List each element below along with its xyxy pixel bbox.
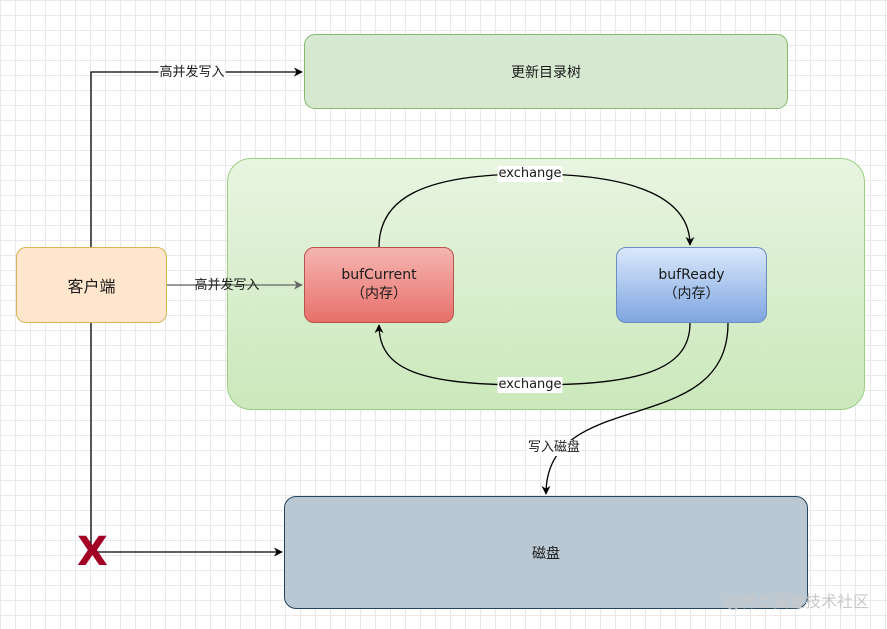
edge-label-exchange-bottom: exchange	[497, 377, 563, 393]
update-dir-tree-label: 更新目录树	[511, 64, 581, 81]
edge-buf-ready-to-disk	[541, 322, 729, 495]
watermark: @稀土掘金技术社区	[724, 592, 869, 611]
buf-ready-note: （内存）	[663, 286, 720, 302]
edge-label-high-concurrency-write-mid: 高并发写入	[194, 278, 260, 293]
blocked-x-mark: X	[77, 529, 108, 575]
edge-exchange-top	[378, 173, 695, 248]
disk-box: 磁盘	[284, 496, 808, 609]
edge-label-write-disk: 写入磁盘	[526, 440, 582, 456]
client-label: 客户端	[67, 277, 116, 296]
buf-current-note: （内存）	[351, 286, 407, 302]
edge-label-exchange-top: exchange	[497, 166, 563, 182]
edge-label-high-concurrency-write-top: 高并发写入	[158, 65, 226, 81]
client-box: 客户端	[16, 247, 167, 323]
buf-ready-box: bufReady （内存）	[616, 247, 767, 323]
edge-client-to-dir-tree	[90, 67, 303, 247]
buf-current-box: bufCurrent （内存）	[304, 247, 454, 323]
buf-ready-name: bufReady	[658, 267, 725, 283]
disk-label: 磁盘	[532, 545, 560, 562]
edge-exchange-bottom	[374, 322, 691, 386]
update-dir-tree-box: 更新目录树	[304, 34, 788, 109]
buf-current-name: bufCurrent	[341, 267, 417, 283]
